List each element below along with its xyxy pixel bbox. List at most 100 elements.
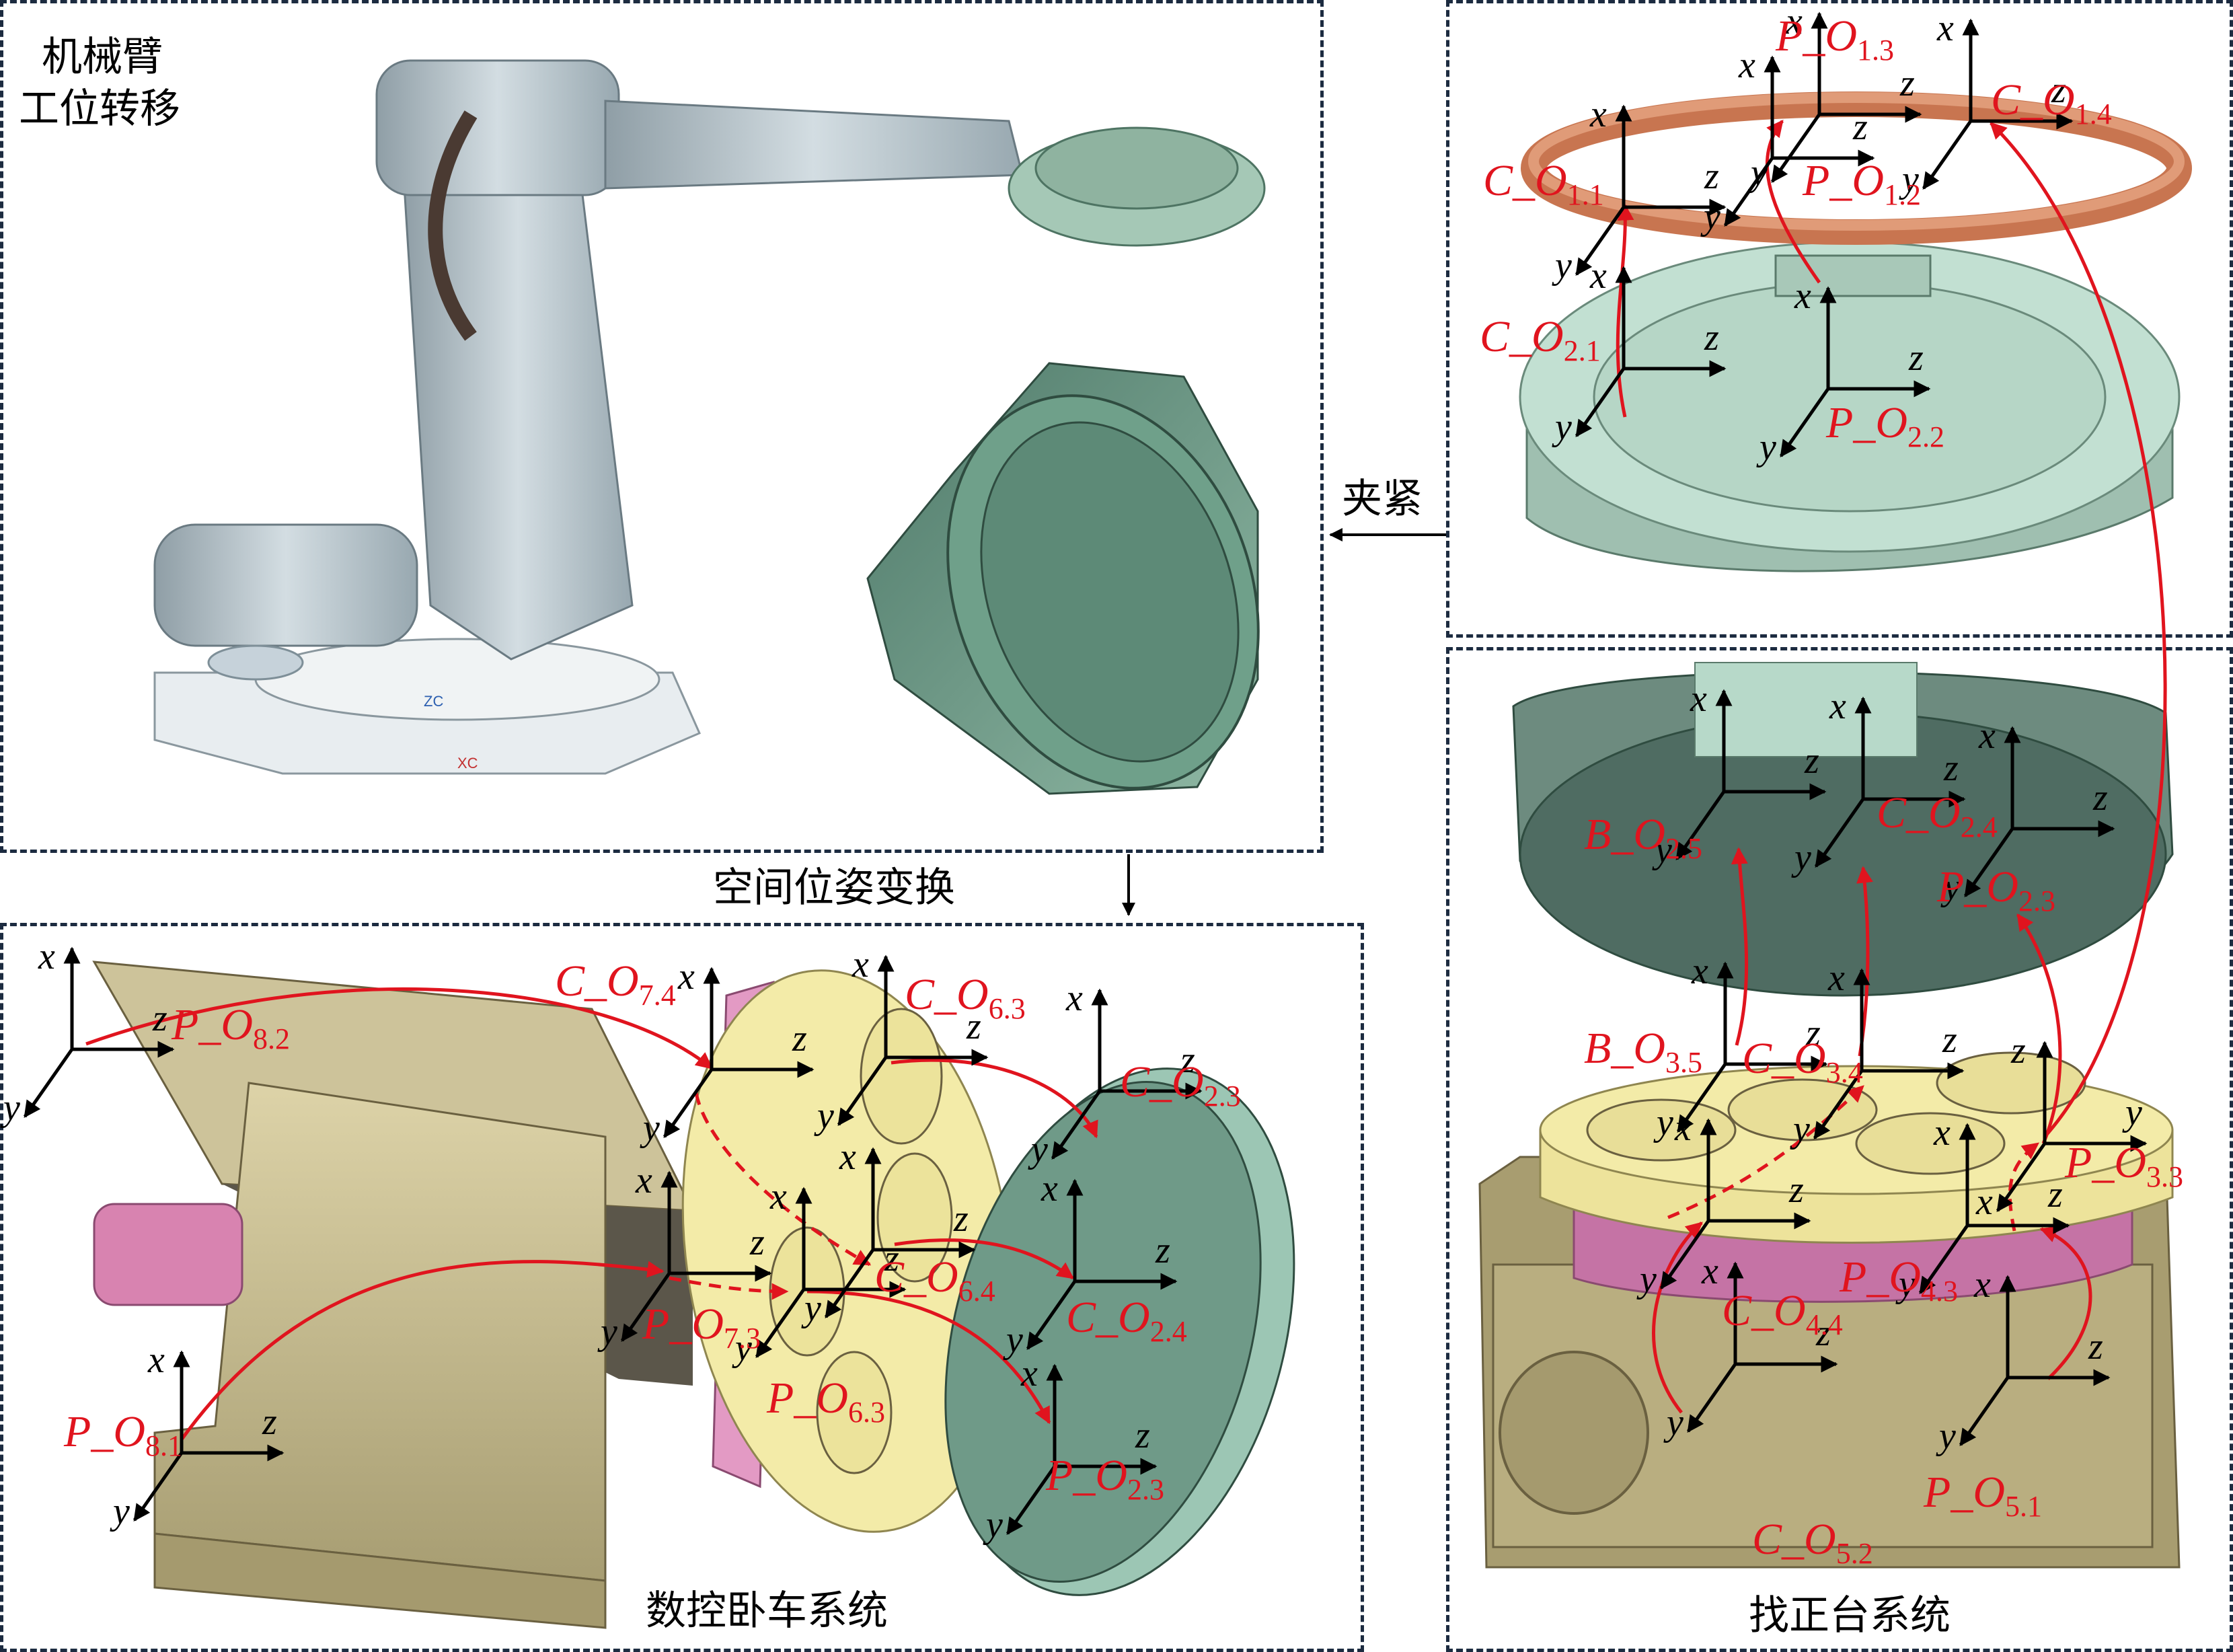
coordinate-frame-p_o51 [1959,1275,2111,1447]
frame-label-c_o14: C_O1.4 [1991,75,2112,130]
pose-transform-label: 空间位姿变换 [713,864,955,911]
axis-letter: y [1756,426,1776,468]
green-fixture-plate [866,362,1260,795]
xc-axis-label: XC [457,755,478,772]
frame-label-c_o64: C_O6.4 [874,1252,995,1308]
axis-letter: x [1701,1250,1718,1292]
axis-letter: z [1908,337,1924,379]
axis-arrow-diagonal [1959,1376,2010,1447]
axis-letter: z [262,1401,277,1443]
axis-arrow-diagonal [1675,790,1726,861]
panel-robot-transfer [0,0,1324,853]
panel-clamping [1446,0,2233,638]
dashed-C44-to-C34 [1667,1085,1864,1219]
axis-letter: z [1943,747,1959,789]
curve-P33-to-P23 [2016,913,2062,1144]
axis-letter: y [1636,1259,1657,1300]
axis-arrow-diagonal [620,1272,671,1343]
coordinate-frame-c_o74 [663,967,815,1139]
orange-seal-ring [1521,91,2192,245]
frame-label-p_o43: P_O4.3 [1839,1252,1958,1308]
lower-base-plate [1519,241,2181,572]
axis-letter: y [1653,1102,1673,1143]
axis-letter: x [1040,1168,1058,1209]
axis-letter: y [110,1491,130,1532]
coordinate-frame-c_o24r [1814,696,1966,868]
axis-arrow-diagonal [1006,1465,1057,1536]
axis-letter: x [1973,1264,1991,1306]
axis-letter: x [1589,255,1607,297]
axis-letter: x [1589,93,1607,135]
axis-arrow-diagonal [1575,367,1626,438]
frame-label-p_o82: P_O8.2 [171,1000,290,1055]
axis-letter: x [851,944,869,985]
yellow-chuck-disc [1539,1051,2174,1244]
axis-letter: y [1003,1319,1023,1361]
axis-letter: y [732,1327,752,1369]
axis-arrow-diagonal [1779,387,1830,458]
axis-letter: x [1785,1,1803,42]
axis-letter: y [1936,1415,1956,1457]
frame-label-p_o63: P_O6.3 [766,1374,885,1429]
axis-arrow-diagonal [1575,206,1626,276]
axis-arrow-diagonal [1814,798,1865,868]
axis-letter: y [1552,245,1572,287]
coordinate-frame-c_o21 [1575,266,1727,438]
axis-arrow-diagonal [1026,1280,1077,1351]
coordinate-frame-p_o63 [755,1187,907,1359]
axis-letter: y [814,1095,834,1137]
axis-letter: z [1704,155,1719,197]
axis-letter: z [966,1006,981,1047]
coordinate-frame-c_o63 [837,954,989,1127]
dashed-P73-to-P63 [669,1276,789,1300]
dashed-P43-to-P33 [2008,1142,2039,1232]
frame-label-p_o73: P_O7.3 [642,1300,761,1355]
axis-letter: z [749,1222,765,1263]
axis-letter: y [801,1287,821,1329]
axis-letter: y [983,1504,1003,1546]
axis-letter: y [1895,1263,1916,1305]
axis-letter: x [1794,275,1811,317]
coordinate-frame-c_o14 [1922,18,2074,190]
axis-letter: z [1135,1415,1150,1456]
frame-label-p_o23r: P_O2.3 [1936,862,2055,917]
axis-letter: z [2051,69,2066,111]
axis-letter: x [147,1339,165,1381]
axis-letter: z [792,1018,807,1059]
axis-letter: z [1804,740,1819,782]
axis-letter: x [1827,957,1845,999]
axis-letter: y [1790,1109,1810,1150]
coordinate-frame-p_o22 [1779,286,1931,458]
axis-letter: x [1936,7,1954,49]
axis-letter: z [2088,1326,2103,1367]
axis-letter: y [2122,1092,2142,1133]
frame-label-p_o13: P_O1.3 [1775,11,1894,67]
frame-label-p_o12: P_O1.2 [1802,156,1921,211]
axis-letter: z [152,998,167,1039]
axis-letter: y [1028,1129,1048,1170]
frame-label-c_o34: C_O3.4 [1742,1034,1863,1089]
axis-letter: x [1690,678,1707,720]
axis-letter: x [1738,44,1755,86]
axis-arrow-diagonal [1723,157,1774,227]
axis-letter: z [953,1198,969,1240]
curve-P33-to-C14 [1990,122,2167,1138]
coordinate-frame-c_o34 [1813,968,1965,1140]
frame-label-c_o11: C_O1.1 [1483,156,1604,211]
axis-arrow-diagonal [133,1452,184,1522]
robot-title-line1: 机械臂 [42,34,163,81]
frame-label-c_o23l: C_O2.3 [1120,1057,1241,1113]
axis-letter: z [2010,1030,2026,1072]
axis-letter: y [1899,159,1919,200]
axis-letter: y [1652,829,1672,871]
dashed-C74-to-C64 [694,1092,872,1267]
coordinate-frame-c_o52 [1686,1261,1838,1433]
curve-C63-to-C23 [891,1058,1098,1139]
axis-letter: y [1663,1402,1683,1443]
curve-B35-to-B25 [1731,847,1749,1046]
lathe-system-caption: 数控卧车系统 [646,1587,888,1635]
axis-letter: x [1829,685,1846,727]
coordinate-frame-c_o64 [824,1147,976,1319]
axis-letter: y [0,1087,20,1129]
